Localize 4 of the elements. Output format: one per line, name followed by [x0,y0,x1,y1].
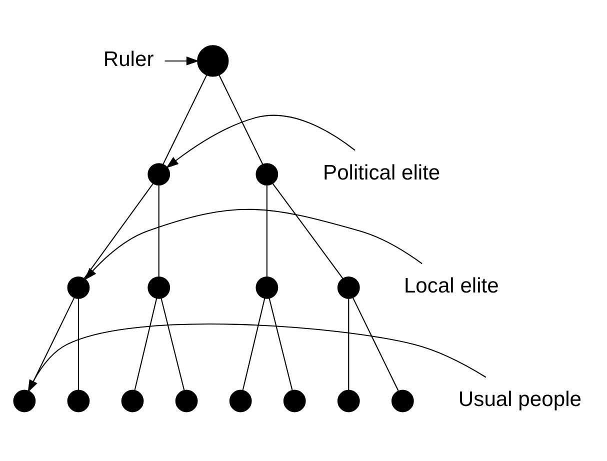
node-text: Usual people [458,388,582,411]
node-text: Political elite [323,160,440,184]
node-text: Local elite [404,274,499,298]
node-text: Ruler [103,48,154,70]
